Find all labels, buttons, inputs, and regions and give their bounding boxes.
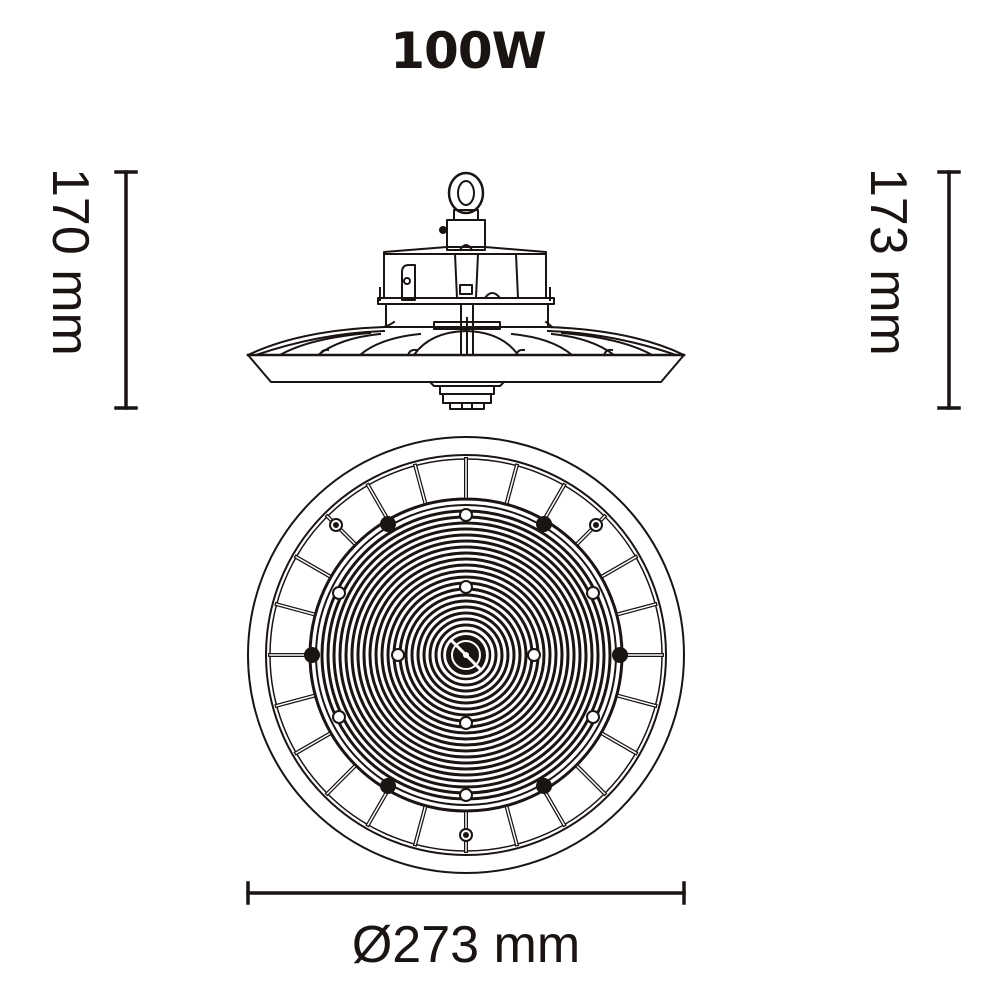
wattage-title: 100W (390, 22, 547, 80)
ring-holes (332, 508, 600, 802)
height-dimension-left (114, 170, 138, 410)
bottom-view (247, 436, 685, 874)
diameter-dimension (246, 881, 686, 905)
fin-ring-holes (329, 518, 603, 842)
center-sensor-icon (440, 629, 492, 681)
mounting-screws (304, 516, 628, 794)
side-view (246, 171, 686, 410)
diameter-label: Ø273 mm (351, 916, 581, 974)
height-dimension-right (937, 170, 961, 410)
